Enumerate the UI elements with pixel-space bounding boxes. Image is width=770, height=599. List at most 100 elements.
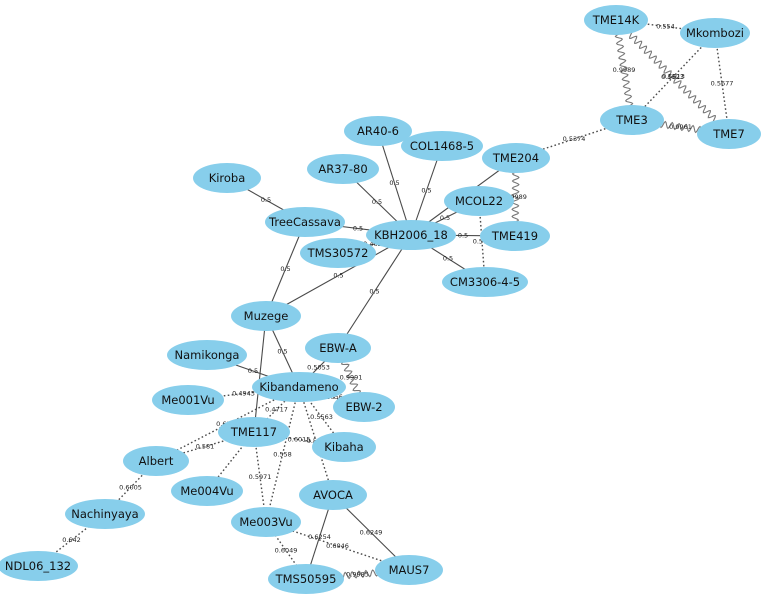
node-me003vu-shape[interactable] [231, 507, 301, 537]
node-tms30572-label: TMS30572 [307, 246, 369, 260]
node-me004vu-shape[interactable] [171, 476, 243, 506]
edge-muzege-kbh2006-18 [265, 234, 412, 317]
node-me001vu-shape[interactable] [152, 385, 224, 415]
node-mkombozi[interactable]: Mkombozi [680, 18, 750, 48]
edge-tme14k-tme7-label: 0.5523 [661, 73, 684, 81]
node-treecassava[interactable]: TreeCassava [265, 207, 345, 237]
node-muzege[interactable]: Muzege [231, 301, 301, 331]
node-tms50595[interactable]: TMS50595 [268, 564, 344, 594]
node-cm3306-4-5-label: CM3306-4-5 [450, 275, 520, 289]
node-tme3[interactable]: TME3 [600, 105, 664, 135]
node-muzege-label: Muzege [244, 309, 289, 323]
node-namikonga-shape[interactable] [167, 340, 247, 370]
edge-mcol22-cm3306-4-5-label: 0.576 [473, 238, 492, 246]
edge-tms30572-kbh2006-18-label: 0.4625 [363, 240, 386, 248]
edge-tme3-tme204-label: 0.5374 [563, 135, 586, 143]
edge-tme14k-tme3-label: 0.9989 [613, 66, 636, 74]
node-ar40-6[interactable]: AR40-6 [344, 116, 412, 146]
node-kibaha-shape[interactable] [312, 432, 376, 462]
node-kiroba[interactable]: Kiroba [193, 163, 261, 193]
node-tms30572[interactable]: TMS30572 [300, 238, 376, 268]
node-ar37-80-shape[interactable] [307, 154, 379, 184]
node-kbh2006-18-shape[interactable] [366, 220, 456, 250]
node-ar40-6-label: AR40-6 [357, 124, 399, 138]
node-mcol22[interactable]: MCOL22 [444, 186, 514, 216]
node-me004vu[interactable]: Me004Vu [171, 476, 243, 506]
node-kibandameno-shape[interactable] [252, 372, 346, 402]
node-albert-shape[interactable] [123, 446, 189, 476]
node-cm3306-4-5[interactable]: CM3306-4-5 [442, 267, 528, 297]
node-ndl06-132[interactable]: NDL06_132 [0, 551, 78, 581]
node-tme14k[interactable]: TME14K [584, 5, 648, 35]
node-maus7[interactable]: MAUS7 [375, 555, 443, 585]
node-tms50595-shape[interactable] [268, 564, 344, 594]
node-muzege-shape[interactable] [231, 301, 301, 331]
node-tme7[interactable]: TME7 [697, 119, 761, 149]
node-col1468-5-shape[interactable] [401, 131, 483, 161]
node-kiroba-shape[interactable] [193, 163, 261, 193]
node-ndl06-132-shape[interactable] [0, 551, 78, 581]
edge-avoca-maus7-label: 0.6249 [360, 529, 383, 537]
node-avoca[interactable]: AVOCA [299, 480, 367, 510]
edge-label-layer: 0.5540.99890.55230.55130.56770.99610.537… [62, 23, 733, 579]
node-me003vu-label: Me003Vu [239, 515, 292, 529]
node-kbh2006-18-label: KBH2006_18 [374, 228, 448, 242]
node-tme204-shape[interactable] [482, 143, 550, 173]
node-col1468-5[interactable]: COL1468-5 [401, 131, 483, 161]
node-nachinyaya-shape[interactable] [65, 499, 145, 529]
node-tme14k-label: TME14K [592, 13, 640, 27]
node-nachinyaya[interactable]: Nachinyaya [65, 499, 145, 529]
edge-mkombozi-tme7-label: 0.5677 [711, 80, 734, 88]
node-kibaha-label: Kibaha [324, 440, 363, 454]
node-ar37-80[interactable]: AR37-80 [307, 154, 379, 184]
node-maus7-shape[interactable] [375, 555, 443, 585]
node-tme117[interactable]: TME117 [218, 417, 290, 447]
node-ebw-2-shape[interactable] [333, 392, 395, 422]
node-tme7-shape[interactable] [697, 119, 761, 149]
node-kibandameno[interactable]: Kibandameno [252, 372, 346, 402]
edge-nachinyaya-ndl06-132-label: 0.642 [62, 536, 81, 544]
node-tme117-shape[interactable] [218, 417, 290, 447]
node-tme419[interactable]: TME419 [480, 221, 550, 251]
node-me003vu[interactable]: Me003Vu [231, 507, 301, 537]
node-ebw-2[interactable]: EBW-2 [333, 392, 395, 422]
node-kibaha[interactable]: Kibaha [312, 432, 376, 462]
node-ar40-6-shape[interactable] [344, 116, 412, 146]
edge-tme117-albert-label: 0.581 [196, 443, 215, 451]
node-mkombozi-shape[interactable] [680, 18, 750, 48]
edge-kibandameno-me003vu [265, 386, 300, 523]
node-tms30572-shape[interactable] [300, 238, 376, 268]
edge-ebw-a-ebw-2-label: 0.9991 [340, 374, 363, 382]
edge-kibandameno-kibaha-label: 0.5563 [310, 413, 333, 421]
node-tme14k-shape[interactable] [584, 5, 648, 35]
node-cm3306-4-5-shape[interactable] [442, 267, 528, 297]
edge-treecassava-kbh2006-18-label: 0.5 [353, 225, 363, 233]
node-maus7-label: MAUS7 [389, 563, 430, 577]
node-avoca-shape[interactable] [299, 480, 367, 510]
edge-me003vu-maus7-label: 0.6046 [326, 542, 349, 550]
node-col1468-5-label: COL1468-5 [410, 139, 474, 153]
node-tme3-shape[interactable] [600, 105, 664, 135]
node-tme419-shape[interactable] [480, 221, 550, 251]
node-ebw-a[interactable]: EBW-A [305, 333, 371, 363]
node-namikonga[interactable]: Namikonga [167, 340, 247, 370]
node-ar37-80-label: AR37-80 [318, 162, 367, 176]
edge-kibandameno-tme117-label: 0.4717 [265, 406, 288, 414]
node-ebw-a-shape[interactable] [305, 333, 371, 363]
node-treecassava-shape[interactable] [265, 207, 345, 237]
node-tme204[interactable]: TME204 [482, 143, 550, 173]
edge-avoca-tms50595-label: 0.6254 [308, 533, 331, 541]
node-namikonga-label: Namikonga [175, 348, 240, 362]
node-ebw-2-label: EBW-2 [345, 400, 382, 414]
node-me001vu[interactable]: Me001Vu [152, 385, 224, 415]
node-tme3-label: TME3 [615, 113, 648, 127]
node-me004vu-label: Me004Vu [180, 484, 233, 498]
node-albert[interactable]: Albert [123, 446, 189, 476]
node-tme117-label: TME117 [230, 425, 277, 439]
node-albert-label: Albert [139, 454, 174, 468]
node-avoca-label: AVOCA [313, 488, 353, 502]
node-mcol22-shape[interactable] [444, 186, 514, 216]
edge-muzege-kibandameno-label: 0.5 [277, 348, 287, 356]
node-kbh2006-18[interactable]: KBH2006_18 [366, 220, 456, 250]
